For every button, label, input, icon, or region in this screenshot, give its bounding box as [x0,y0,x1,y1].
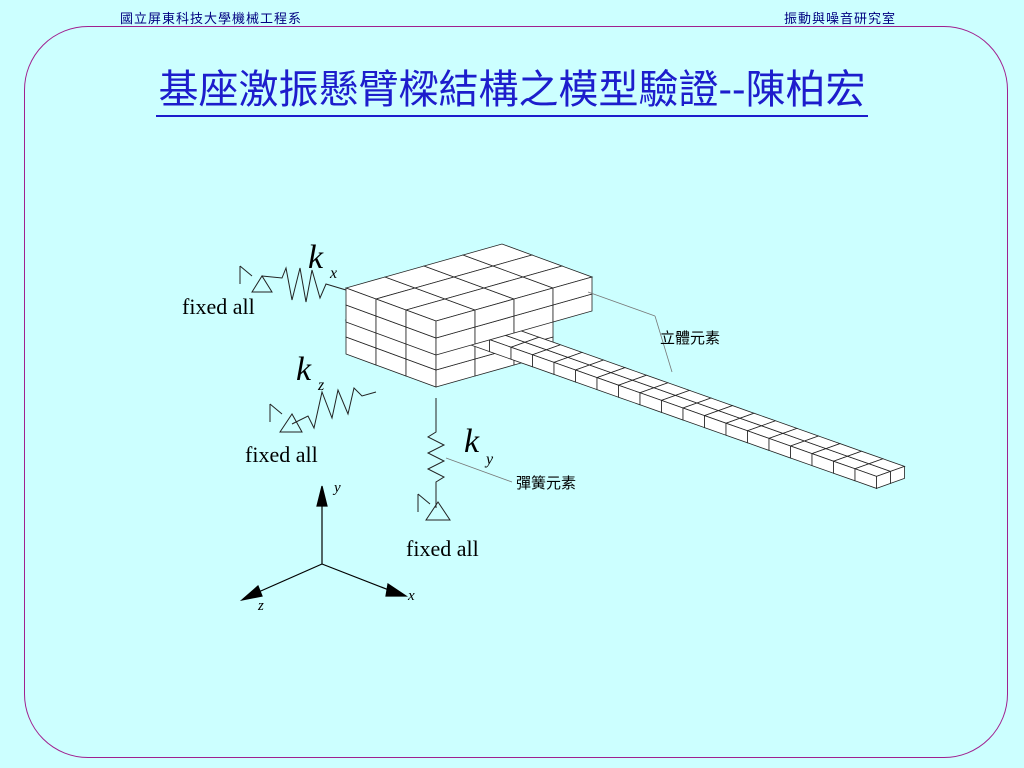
support-top [239,265,273,293]
spring-element-label: 彈簧元素 [516,474,576,492]
spring-element-leader [445,457,513,483]
solid-element-leader [587,291,656,317]
support-middle-label: fixed all [245,442,318,467]
slide-title: 基座激振懸臂樑結構之模型驗證--陳柏宏 [156,65,868,117]
spring-kz [291,387,377,430]
spring-ky-symbol: k [464,423,480,460]
beam-end-cell [890,465,905,484]
support-middle [269,403,303,433]
slide-frame [24,26,1008,758]
mesh-group [344,243,906,489]
spring-kx-subscript: x [329,265,337,282]
spring-kz-subscript: z [317,377,325,394]
support-bottom-label: fixed all [406,536,479,561]
solid-element-leader-2 [654,315,673,373]
spring-ky-subscript: y [484,451,494,468]
axis-z-label: z [257,598,264,614]
coordinate-axes [239,485,408,602]
spring-kx [261,266,347,303]
spring-kz-symbol: k [296,351,312,388]
slide-title-container: 基座激振懸臂樑結構之模型驗證--陳柏宏 [0,62,1024,118]
support-bottom [417,493,451,521]
solid-element-label: 立體元素 [660,329,720,347]
axis-y-label: y [332,480,341,496]
base-upper-side-cell [552,276,593,306]
axis-x-label: x [407,588,415,604]
support-top-label: fixed all [182,294,255,319]
spring-kx-symbol: k [308,239,324,276]
spring-ky [426,398,446,508]
header-department: 國立屏東科技大學機械工程系 [120,12,303,27]
header-lab: 振動與噪音研究室 [783,12,896,27]
